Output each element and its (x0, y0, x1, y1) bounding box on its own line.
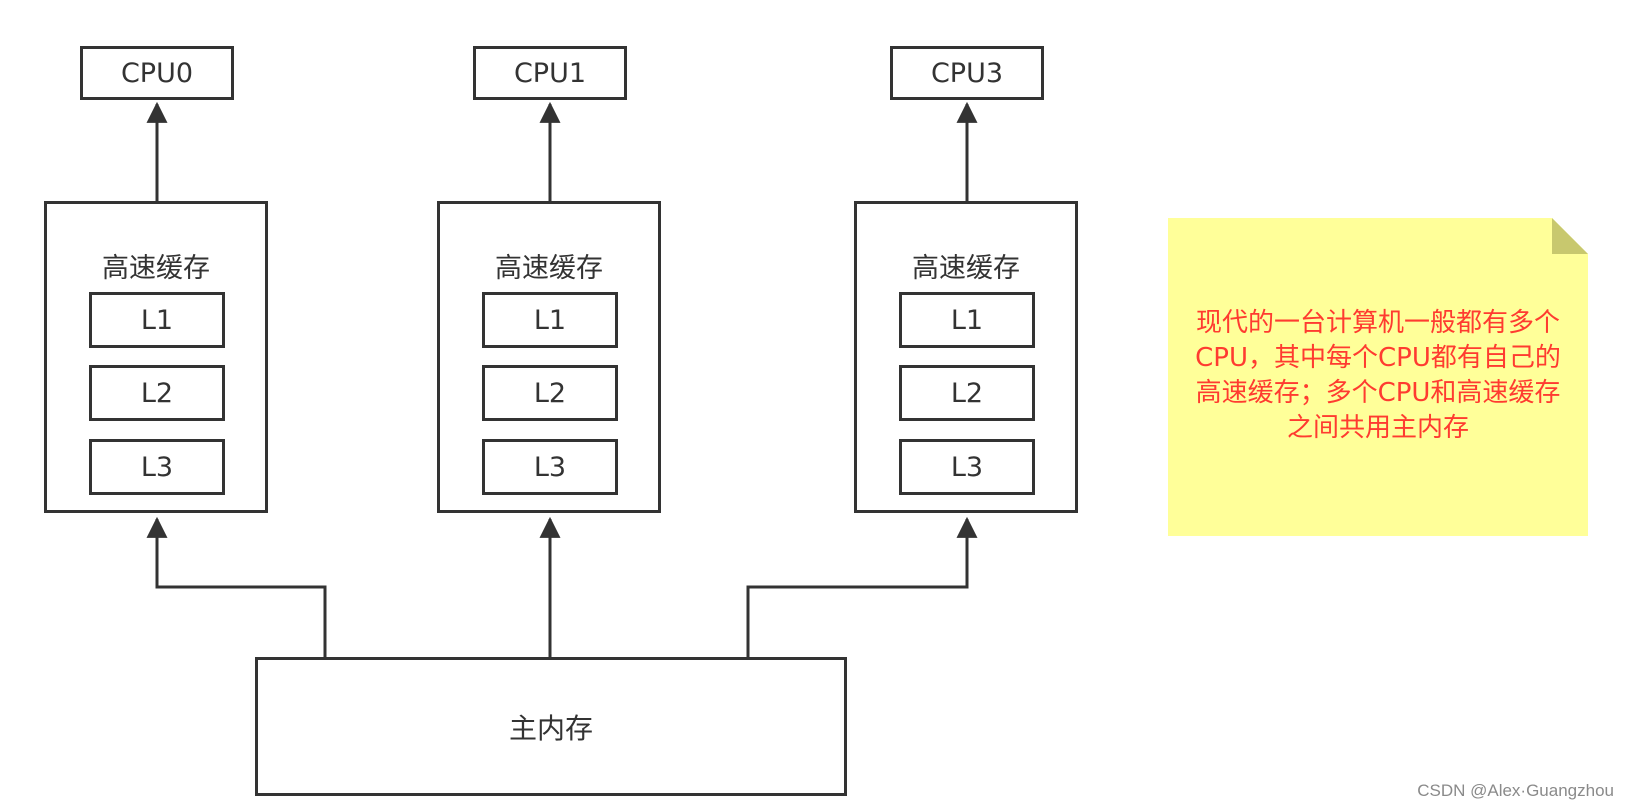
cpu3-label: CPU3 (930, 57, 1004, 89)
note-shape (1168, 218, 1588, 536)
cpu1-label: CPU1 (513, 57, 587, 89)
cache0-level-l2: L2 (89, 365, 225, 421)
cpu0-label: CPU0 (120, 57, 194, 89)
cache1-level-l1: L1 (482, 292, 618, 348)
main-memory-box: 主内存 (255, 657, 847, 796)
note-body (1168, 218, 1588, 536)
cache2-level-l1: L1 (899, 292, 1035, 348)
cache2-title: 高速缓存 (912, 253, 1020, 284)
arrow-mem-to-cache2 (746, 516, 978, 657)
cache2-level-l2: L2 (899, 365, 1035, 421)
cache0-level-l3: L3 (89, 439, 225, 495)
cpu0-box: CPU0 (80, 46, 234, 100)
cache1-level-l3: L3 (482, 439, 618, 495)
note-fold (1552, 218, 1588, 254)
cpu1-box: CPU1 (473, 46, 627, 100)
cache2-level-l3: L3 (899, 439, 1035, 495)
cache1-box: 高速缓存 L1 L2 L3 (437, 201, 661, 513)
arrow-mem-to-cache0 (146, 516, 327, 657)
sticky-note: 现代的一台计算机一般都有多个CPU，其中每个CPU都有自己的高速缓存；多个CPU… (1168, 218, 1588, 536)
main-memory-label: 主内存 (508, 711, 593, 745)
note-text: 现代的一台计算机一般都有多个CPU，其中每个CPU都有自己的高速缓存；多个CPU… (1195, 308, 1561, 443)
cache1-level-l2: L2 (482, 365, 618, 421)
watermark-credit: CSDN @Alex·Guangzhou (1417, 781, 1614, 800)
cache0-box: 高速缓存 L1 L2 L3 (44, 201, 268, 513)
cache0-level-l1: L1 (89, 292, 225, 348)
cache0-title: 高速缓存 (102, 253, 210, 284)
cpu3-box: CPU3 (890, 46, 1044, 100)
cache1-title: 高速缓存 (495, 253, 603, 284)
cache2-box: 高速缓存 L1 L2 L3 (854, 201, 1078, 513)
